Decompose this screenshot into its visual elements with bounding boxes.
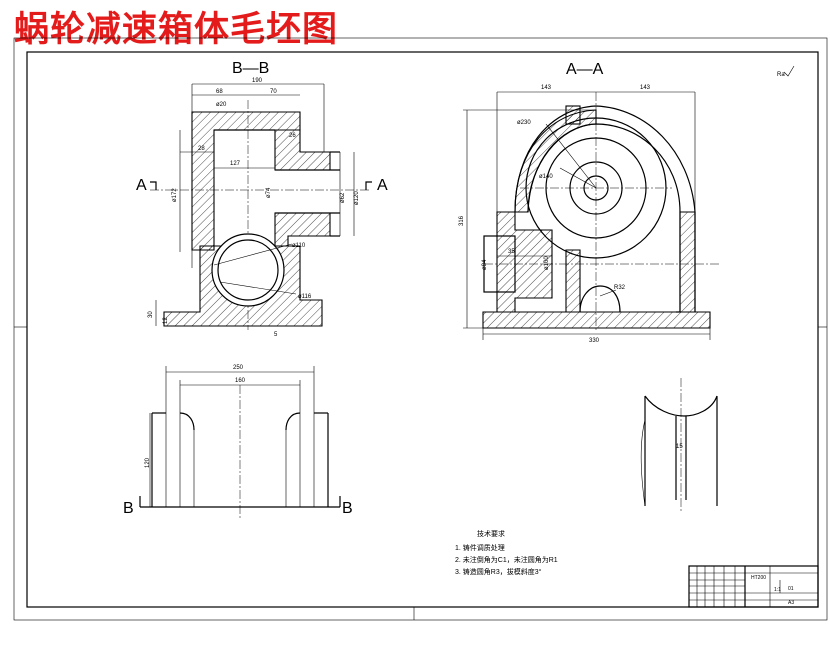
section-bb-label: B—B (232, 60, 269, 77)
drawing-title: 蜗轮减速箱体毛坯图 (14, 9, 339, 50)
cut-a-left-label: A (136, 177, 147, 194)
detail-view: 15 (640, 378, 718, 512)
outer-border (13, 37, 828, 621)
title-block-scale: 1:1 (774, 587, 781, 593)
notes-heading: 技术要求 (477, 529, 505, 538)
dim-30: 30 (148, 311, 154, 318)
dim-143-left: 143 (541, 85, 552, 91)
dim-140: ø140 (539, 174, 553, 180)
top-view: 250 160 120 B B (123, 365, 353, 520)
section-view-aa: A—A Ra 143 143 ø230 ø140 ø84 35 ø100 (459, 61, 795, 344)
title-block-sheet: A3 (788, 600, 794, 606)
note-1: 1. 铸件调质处理 (455, 543, 505, 552)
dim-15: 15 (676, 444, 683, 450)
title-block-drawing-no: 01 (788, 586, 794, 592)
cut-b-left-label: B (123, 500, 134, 517)
note-2: 2. 未注倒角为C1，未注圆角为R1 (455, 555, 558, 564)
dim-84: ø84 (482, 259, 488, 270)
section-view-bb: B—B 190 68 70 ø20 26 28 127 ø172 ø74 ø62 (136, 60, 388, 338)
dim-316: 316 (459, 215, 465, 226)
dim-172: ø172 (172, 188, 178, 202)
dim-420: ø20 (216, 102, 227, 108)
dim-68: 68 (216, 89, 223, 95)
dim-250: 250 (233, 365, 244, 371)
dim-116: ø116 (298, 294, 312, 300)
dim-100: ø100 (544, 256, 550, 270)
dim-28: 28 (198, 146, 205, 152)
dim-330: 330 (589, 338, 600, 344)
dim-5: 5 (274, 332, 278, 338)
dim-35: 35 (508, 249, 515, 255)
dim-26: 26 (289, 133, 296, 139)
dim-230: ø230 (517, 120, 531, 126)
inner-border (26, 51, 819, 608)
dim-74: ø74 (266, 187, 272, 198)
technical-notes: 技术要求 1. 铸件调质处理 2. 未注倒角为C1，未注圆角为R1 3. 铸造圆… (455, 529, 558, 576)
dim-62: ø62 (340, 192, 346, 203)
dim-r32: R32 (614, 285, 626, 291)
dim-110: ø110 (292, 243, 306, 249)
section-aa-label: A—A (566, 61, 604, 78)
dim-120: ø120 (354, 191, 360, 205)
dim-143-right: 143 (640, 85, 651, 91)
cut-a-right-label: A (377, 177, 388, 194)
cut-b-right-label: B (342, 500, 353, 517)
title-block-material: HT200 (751, 575, 766, 581)
title-block: HT200 1:1 01 A3 (688, 565, 819, 608)
dim-190: 190 (252, 78, 263, 84)
dim-160: 160 (235, 378, 246, 384)
note-3: 3. 铸造圆角R3，拔模斜度3° (455, 567, 542, 576)
roughness-label: Ra (777, 72, 785, 78)
dim-127: 127 (230, 161, 241, 167)
dim-12: 12 (163, 317, 169, 324)
dim-70: 70 (270, 89, 277, 95)
roughness-symbol (783, 65, 795, 77)
dim-120-height: 120 (145, 457, 151, 468)
